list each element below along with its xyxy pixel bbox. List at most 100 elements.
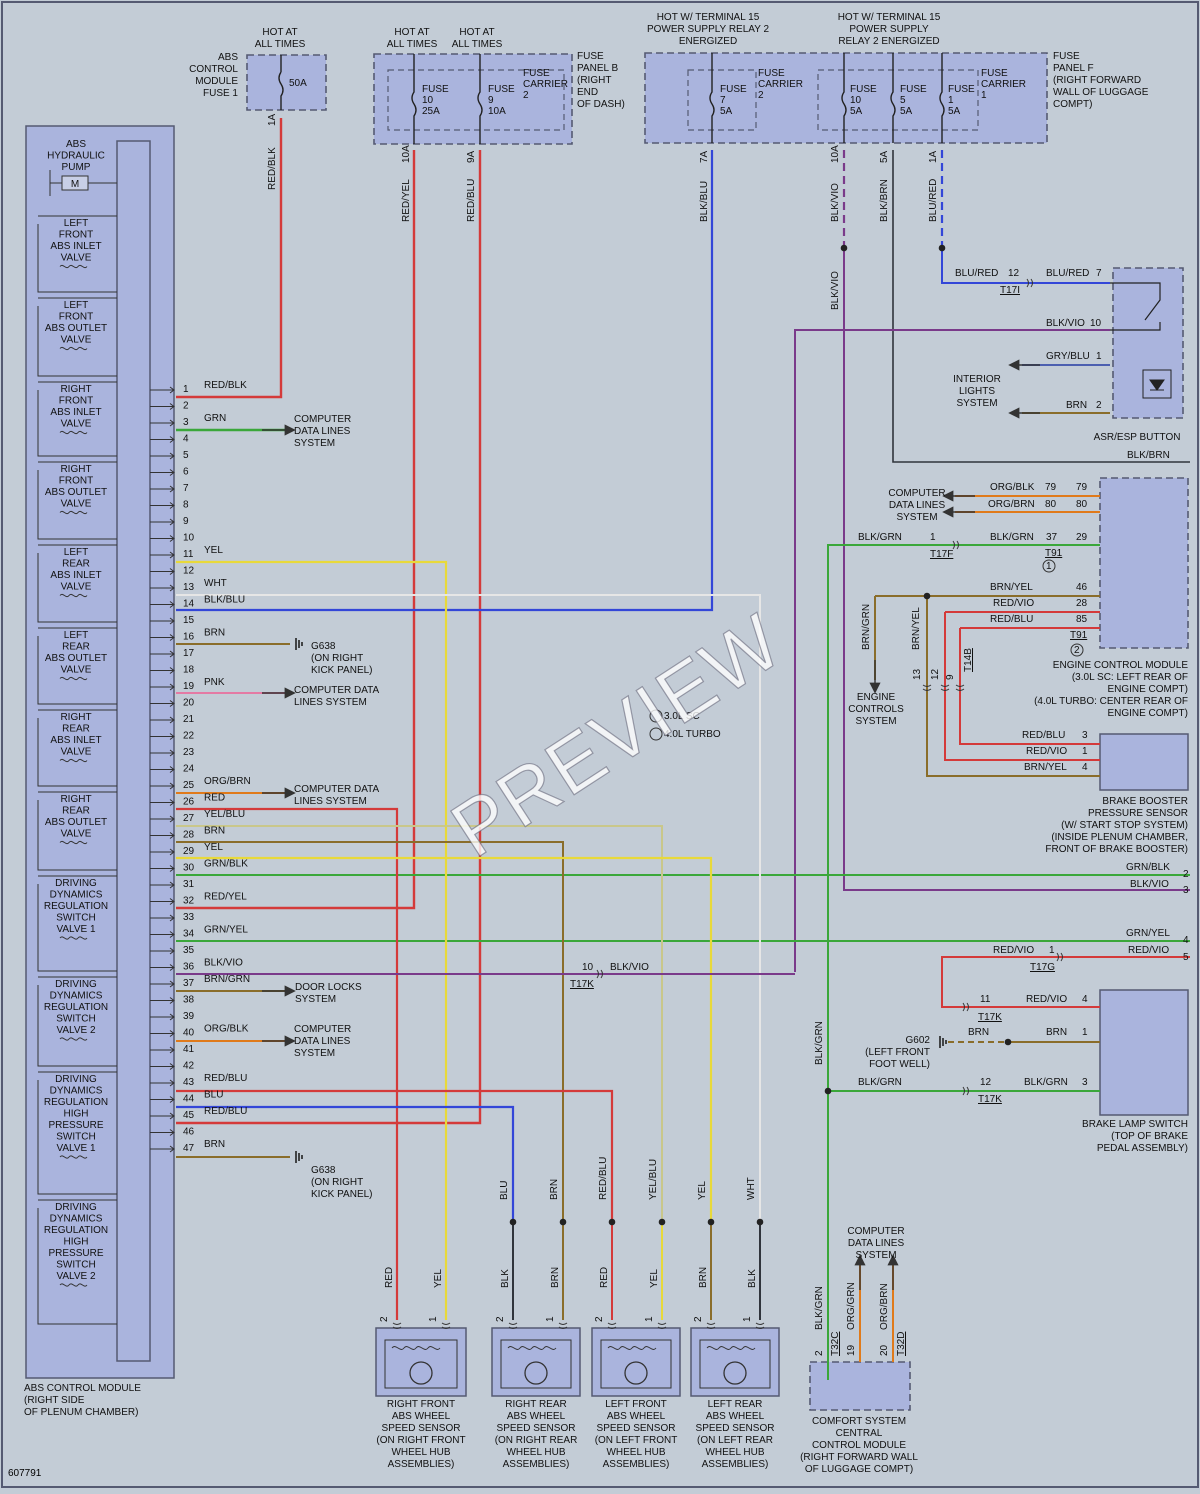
pin-number: 1 (1082, 746, 1088, 757)
pin-number: 12 (980, 1077, 992, 1088)
pin-number: 1 (428, 1316, 439, 1322)
wire-blk-blu (176, 150, 714, 612)
pin-number: 22 (183, 731, 195, 742)
pin-stub (150, 584, 175, 592)
wire-color-label: BLK/GRN (814, 1021, 825, 1065)
pin-stub (150, 914, 175, 922)
comfort-system-module (809, 1361, 911, 1411)
valve-circuit (37, 224, 117, 293)
wire-color-label: RED/BLU (598, 1157, 609, 1200)
wire-red-vio-booster (944, 612, 1100, 761)
pin-stub (150, 1112, 175, 1120)
sensor-coil-icon (706, 1346, 756, 1350)
pin-stub (150, 386, 175, 394)
pin-number: 35 (183, 945, 195, 956)
wire-color-label: YEL (649, 1269, 660, 1288)
pin-number: 5 (183, 450, 189, 461)
pin-number: 1 (1082, 1027, 1088, 1038)
wire-color-label: RED/VIO (993, 598, 1034, 609)
brake-booster-sensor (1099, 733, 1189, 791)
pin-number: 33 (183, 912, 195, 923)
pin-stub (150, 601, 175, 608)
wire-color-label: BRN (1066, 400, 1087, 411)
pin-stub (150, 452, 175, 460)
wire-color-label: BLU/RED (928, 179, 939, 222)
pin-stub (150, 733, 175, 740)
engine-control-module (1099, 477, 1189, 649)
pin-wire-color: BRN (204, 1139, 225, 1150)
pin-wire-color: YEL/BLU (204, 809, 245, 820)
wire-color-label: YEL (433, 1269, 444, 1288)
legend-label: 3.0L SC (664, 711, 700, 722)
connector-id: T17I (1000, 285, 1020, 296)
pin-stub (150, 551, 175, 559)
wire-color-label: BLK/BRN (1127, 450, 1170, 461)
connector-symbol (441, 1322, 451, 1329)
pin-number: 20 (879, 1344, 890, 1356)
wire-brn-28 (176, 841, 564, 1222)
g638-ground-icon (295, 638, 303, 650)
pin-number: 79 (1076, 482, 1088, 493)
pin-number: 21 (183, 714, 195, 725)
pin-stub (150, 535, 175, 542)
pin-stub (150, 469, 175, 476)
pin-wire-color: BRN (204, 628, 225, 639)
pin-number: 1 (742, 1316, 753, 1322)
pin-number: 6 (183, 467, 189, 478)
valve-circuit (37, 884, 117, 972)
pin-number: 29 (1076, 532, 1088, 543)
connector-symbol (962, 1002, 969, 1012)
pin-wire-color: PNK (204, 677, 225, 688)
asr-esp-button (1112, 267, 1184, 419)
valve-circuit (37, 306, 117, 377)
abs-module-bus (116, 140, 151, 1362)
wire-color-label: ORG/BLK (990, 482, 1035, 493)
pin-number: 80 (1076, 499, 1088, 510)
pin-number: 79 (1045, 482, 1057, 493)
pin-number: 40 (183, 1028, 195, 1039)
pin-number: 41 (183, 1044, 195, 1055)
solenoid-coil-icon (59, 936, 88, 940)
connector-symbol (596, 969, 603, 979)
pin-number: 4 (1082, 994, 1088, 1005)
fuse-rating: 50A (289, 78, 307, 89)
solenoid-coil-icon (59, 840, 88, 845)
pin-number: 2 (495, 1316, 506, 1322)
wire-color-label: BLK/VIO (830, 271, 841, 310)
connector-id: T17K (978, 1094, 1002, 1105)
wire-circuit: 7A (699, 150, 710, 163)
sensor-coil-icon (391, 1346, 441, 1350)
pin-stub (150, 931, 175, 938)
pin-stub (150, 1079, 175, 1087)
wire-red-blu-booster (959, 628, 1100, 745)
valve-circuit (37, 470, 117, 540)
g638-ground-icon (295, 1151, 303, 1163)
solenoid-coil-icon (59, 676, 88, 681)
edge-ref: 5 (1183, 952, 1189, 963)
pin-number: 18 (183, 665, 195, 676)
wire-color-label: ORG/BRN (879, 1283, 890, 1330)
ecm-caption: ENGINE CONTROL MODULE(3.0L SC: LEFT REAR… (1034, 660, 1188, 719)
pin-wire-color: BLK/BLU (204, 595, 245, 606)
wire-color-label: BRN (549, 1179, 560, 1200)
pin-stub (150, 568, 175, 575)
wire-color-label: RED/BLU (990, 614, 1033, 625)
asr-caption: ASR/ESP BUTTON (1094, 432, 1181, 443)
valve-circuit (37, 985, 117, 1067)
pin-number: 28 (1076, 598, 1088, 609)
connector-id: T17K (978, 1012, 1002, 1023)
